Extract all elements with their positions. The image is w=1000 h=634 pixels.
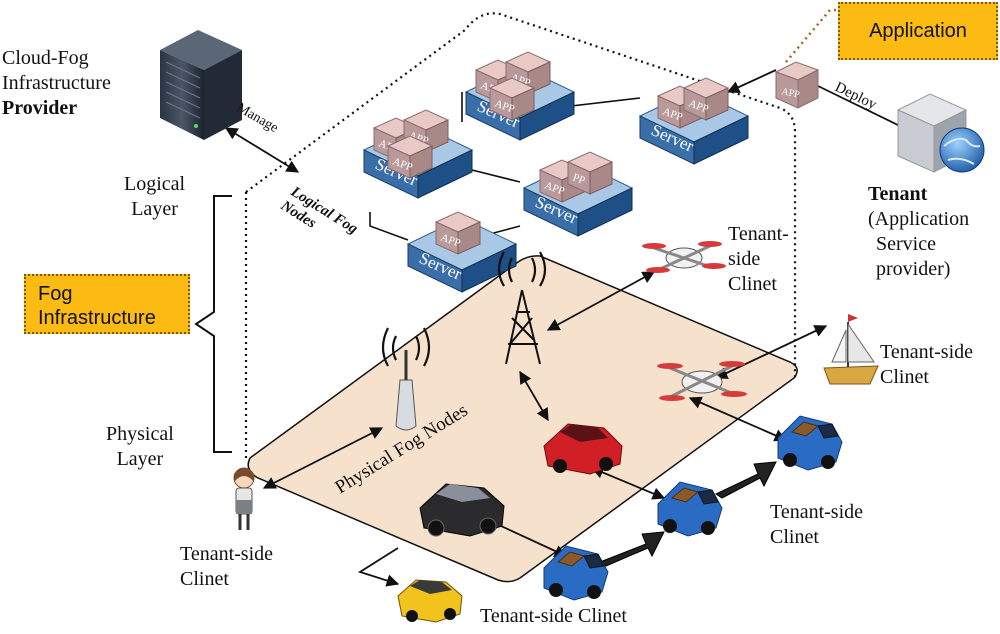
logical-layer-boundary <box>245 12 797 378</box>
deploy-app-label: APP <box>780 86 801 101</box>
drone-client-line2: side <box>728 248 761 270</box>
server-side-right <box>693 115 749 165</box>
black-car-icon <box>419 483 505 537</box>
server-node: ServerAPPAPPAPP <box>464 51 576 141</box>
deploy-app-cube: APP <box>774 61 820 109</box>
boat-client-line1: Tenant-side <box>880 341 974 363</box>
truck-wheel <box>701 521 715 535</box>
person-client-line2: Clinet <box>180 568 229 590</box>
truck-icon <box>657 481 723 537</box>
taxi-client-text: Tenant-side Clinet <box>480 605 627 627</box>
taxi-icon <box>397 579 463 623</box>
globe-icon <box>939 127 985 173</box>
logical-layer-label: Logical Layer <box>124 172 185 222</box>
server-node: ServerAPPAPPAPP <box>362 109 474 199</box>
physical-layer-platform <box>247 255 798 583</box>
truck-wheel <box>549 583 563 597</box>
layers-brace <box>194 195 232 453</box>
app-side-right <box>457 221 481 255</box>
truck-flow-arrow-2 <box>714 461 777 499</box>
trucks-client-label: Tenant-side Clinet <box>770 500 863 550</box>
truck-icon <box>543 545 609 601</box>
provider-server-rack-icon <box>160 30 242 140</box>
deploy-label: Deploy <box>832 79 879 113</box>
fog-infrastructure-line2: Infrastructure <box>38 307 156 329</box>
app-side-right <box>705 87 729 121</box>
cell-tower-icon <box>497 251 547 365</box>
logical-layer-line2: Layer <box>131 198 178 220</box>
tenant-line1: (Application <box>868 208 970 230</box>
redcar-truck-arrow <box>590 466 666 500</box>
person-icon <box>233 467 255 530</box>
physical-layer-line2: Layer <box>116 448 164 470</box>
app-side-right <box>409 145 433 179</box>
server-side-right <box>417 149 473 199</box>
truck-wheel <box>663 519 677 533</box>
physical-layer-label: Physical Layer <box>106 422 174 472</box>
truck-wheel <box>587 585 601 599</box>
tower-platform-arrow <box>519 370 549 422</box>
tenant-label: Tenant (Application Service provider) <box>868 182 969 282</box>
drone-client-line3: Clinet <box>728 273 777 295</box>
logical-layer-line1: Logical <box>124 173 186 195</box>
tenant-server-icon <box>896 93 985 173</box>
app-deploy-arrow <box>726 69 777 94</box>
person-client-label: Tenant-side Clinet <box>180 542 273 592</box>
tower-drone-arrow <box>546 271 656 331</box>
drone-client-line1: Tenant- <box>728 223 789 245</box>
manage-arrow <box>224 127 300 173</box>
delivery-trucks <box>543 415 843 601</box>
taxi-client-label: Tenant-side Clinet <box>480 604 627 629</box>
truck-window <box>817 423 839 439</box>
truck-icon <box>777 415 843 471</box>
physical-layer-line1: Physical <box>106 423 174 445</box>
boat-client-label: Tenant-side Clinet <box>880 340 973 390</box>
fog-infrastructure-line1: Fog <box>38 283 73 305</box>
truck-flow-arrow-1 <box>598 531 665 567</box>
truck-window <box>697 489 719 505</box>
drone-icon-2 <box>657 361 747 401</box>
person-client-line1: Tenant-side <box>180 543 274 565</box>
truck-wheel <box>783 453 797 467</box>
application-tag: Application <box>838 2 998 60</box>
platform-truck-arrow <box>688 396 788 442</box>
application-tag-text: Application <box>869 20 967 42</box>
blackcar-taxi-arrow <box>357 547 400 587</box>
drone-boat-arrow <box>714 325 828 379</box>
antenna-person-arrow <box>262 427 384 489</box>
truck-wheel <box>821 455 835 469</box>
provider-line3: Provider <box>2 97 78 119</box>
app-side-right <box>589 161 613 195</box>
tenant-name: Tenant <box>868 183 928 205</box>
deploy-line <box>817 85 905 129</box>
provider-line1: Cloud-Fog <box>2 47 89 69</box>
sailboat-icon <box>823 314 879 385</box>
wifi-antenna-icon <box>381 327 431 431</box>
tenant-line2: Service <box>876 233 936 255</box>
red-car-icon <box>543 423 623 475</box>
logical-fog-nodes: ServerAPPAPPAPPServerAPPAPPAPP ServerAPPA… <box>362 51 750 293</box>
provider-label: Cloud-Fog Infrastructure Provider <box>2 46 111 121</box>
server-side-right <box>519 91 575 141</box>
app-side-right <box>511 87 535 121</box>
application-connector-dotted <box>785 8 838 63</box>
provider-line2: Infrastructure <box>2 72 111 94</box>
fog-infrastructure-tag: Fog Infrastructure <box>24 274 190 334</box>
trucks-client-line2: Clinet <box>770 526 819 548</box>
server-side-right <box>577 187 633 237</box>
boat-client-line2: Clinet <box>880 366 929 388</box>
app-label: PP <box>571 172 587 187</box>
drone-icon <box>642 241 726 273</box>
drone-client-label: Tenant- side Clinet <box>728 222 789 297</box>
tenant-line3: provider) <box>876 258 951 280</box>
truck-window <box>583 553 605 569</box>
trucks-client-line1: Tenant-side <box>770 501 864 523</box>
